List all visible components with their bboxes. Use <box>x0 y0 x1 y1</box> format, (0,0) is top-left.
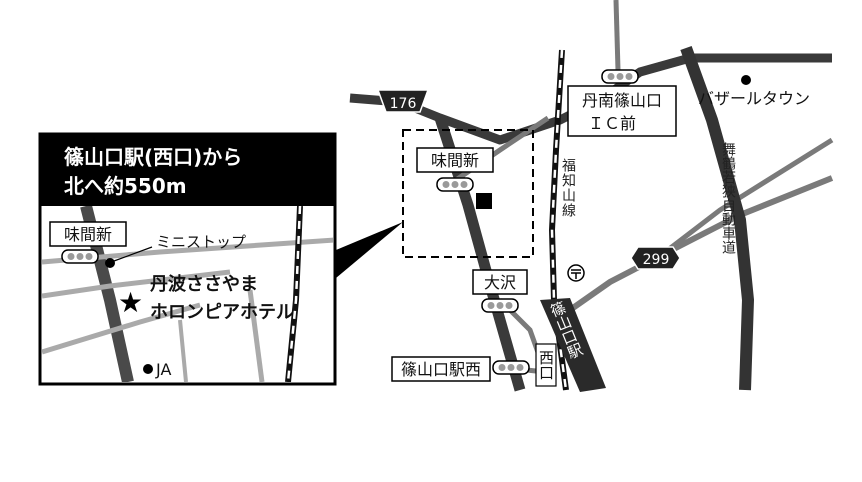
traffic-signal-icon <box>61 249 99 264</box>
post-office-icon <box>567 264 585 282</box>
traffic-signal-icon <box>436 177 474 192</box>
inset-road-middle-vertical <box>178 319 188 382</box>
fukuchiyama-line-label: 福知山線 <box>560 158 576 218</box>
bazaar-town-label: バザールタウン <box>698 89 810 108</box>
minishop-leader-line <box>113 246 153 262</box>
station-block <box>540 298 606 392</box>
ja-label: JA <box>155 360 171 379</box>
inset-callout-pointer <box>336 222 403 278</box>
signal-aimashin: 味間新 <box>416 147 494 192</box>
route-299-shield: 299 <box>630 246 681 270</box>
signal-aimashin-label: 味間新 <box>431 151 479 170</box>
road-upper-branch <box>613 0 621 71</box>
hotel-name-line1: 丹波ささやま <box>150 273 258 295</box>
traffic-signal-icon <box>481 298 519 313</box>
maizuru-road-label: 舞鶴若狭自動車道 <box>720 142 736 255</box>
signal-station-west: 篠山口駅西 <box>391 356 530 382</box>
inset-signal-label: 味間新 <box>64 225 112 244</box>
inset-road-lower <box>42 302 201 355</box>
inset-road-right-vertical <box>247 289 265 382</box>
inset-focus-box <box>402 129 534 258</box>
traffic-signal-icon <box>492 360 530 375</box>
main-map: 176 299 味間新 大沢 <box>349 0 834 392</box>
west-exit-text: 西口 <box>537 350 555 380</box>
road-maizuru-expressway <box>680 45 755 391</box>
road-east-upper <box>658 137 834 258</box>
inset-header-line2: 北へ約550m <box>64 174 187 198</box>
hotel-name-line2: ホロンピアホテル <box>150 302 294 323</box>
inset-signal-aimashin: 味間新 <box>49 221 127 264</box>
route-176-shield: 176 <box>376 89 430 113</box>
traffic-signal-icon <box>601 69 639 84</box>
signal-tannan-label-line2: ＩＣ前 <box>588 114 636 133</box>
route-176-number: 176 <box>390 96 417 112</box>
fukuchiyama-line-text: 福知山線 <box>560 158 576 218</box>
signal-tannan-ic: 丹南篠山口 ＩＣ前 <box>567 69 677 137</box>
square-icon <box>476 193 492 209</box>
dot-icon <box>143 364 153 374</box>
signal-osawa: 大沢 <box>472 269 528 313</box>
signal-tannan-label-line1: 丹南篠山口 <box>582 91 662 110</box>
minishop-label: ミニストップ <box>156 233 246 251</box>
star-icon: ★ <box>118 286 143 319</box>
west-exit-label: 西口 <box>535 343 557 387</box>
route-299-number: 299 <box>643 252 670 268</box>
inset-railway-dash <box>286 206 302 382</box>
dot-icon <box>105 258 115 268</box>
signal-station-west-label: 篠山口駅西 <box>401 360 481 379</box>
inset-header-line1: 篠山口駅(西口)から <box>64 145 242 169</box>
maizuru-road-text: 舞鶴若狭自動車道 <box>720 142 736 255</box>
dot-icon <box>741 75 751 85</box>
inset-map: 篠山口駅(西口)から 北へ約550m 味間新 ミニストップ <box>38 132 337 386</box>
inset-road-diagonal <box>42 269 231 299</box>
road-route-299 <box>568 175 834 313</box>
inset-header <box>40 134 335 206</box>
signal-osawa-label: 大沢 <box>484 273 516 292</box>
railway-fukuchiyama-dash <box>550 49 568 391</box>
